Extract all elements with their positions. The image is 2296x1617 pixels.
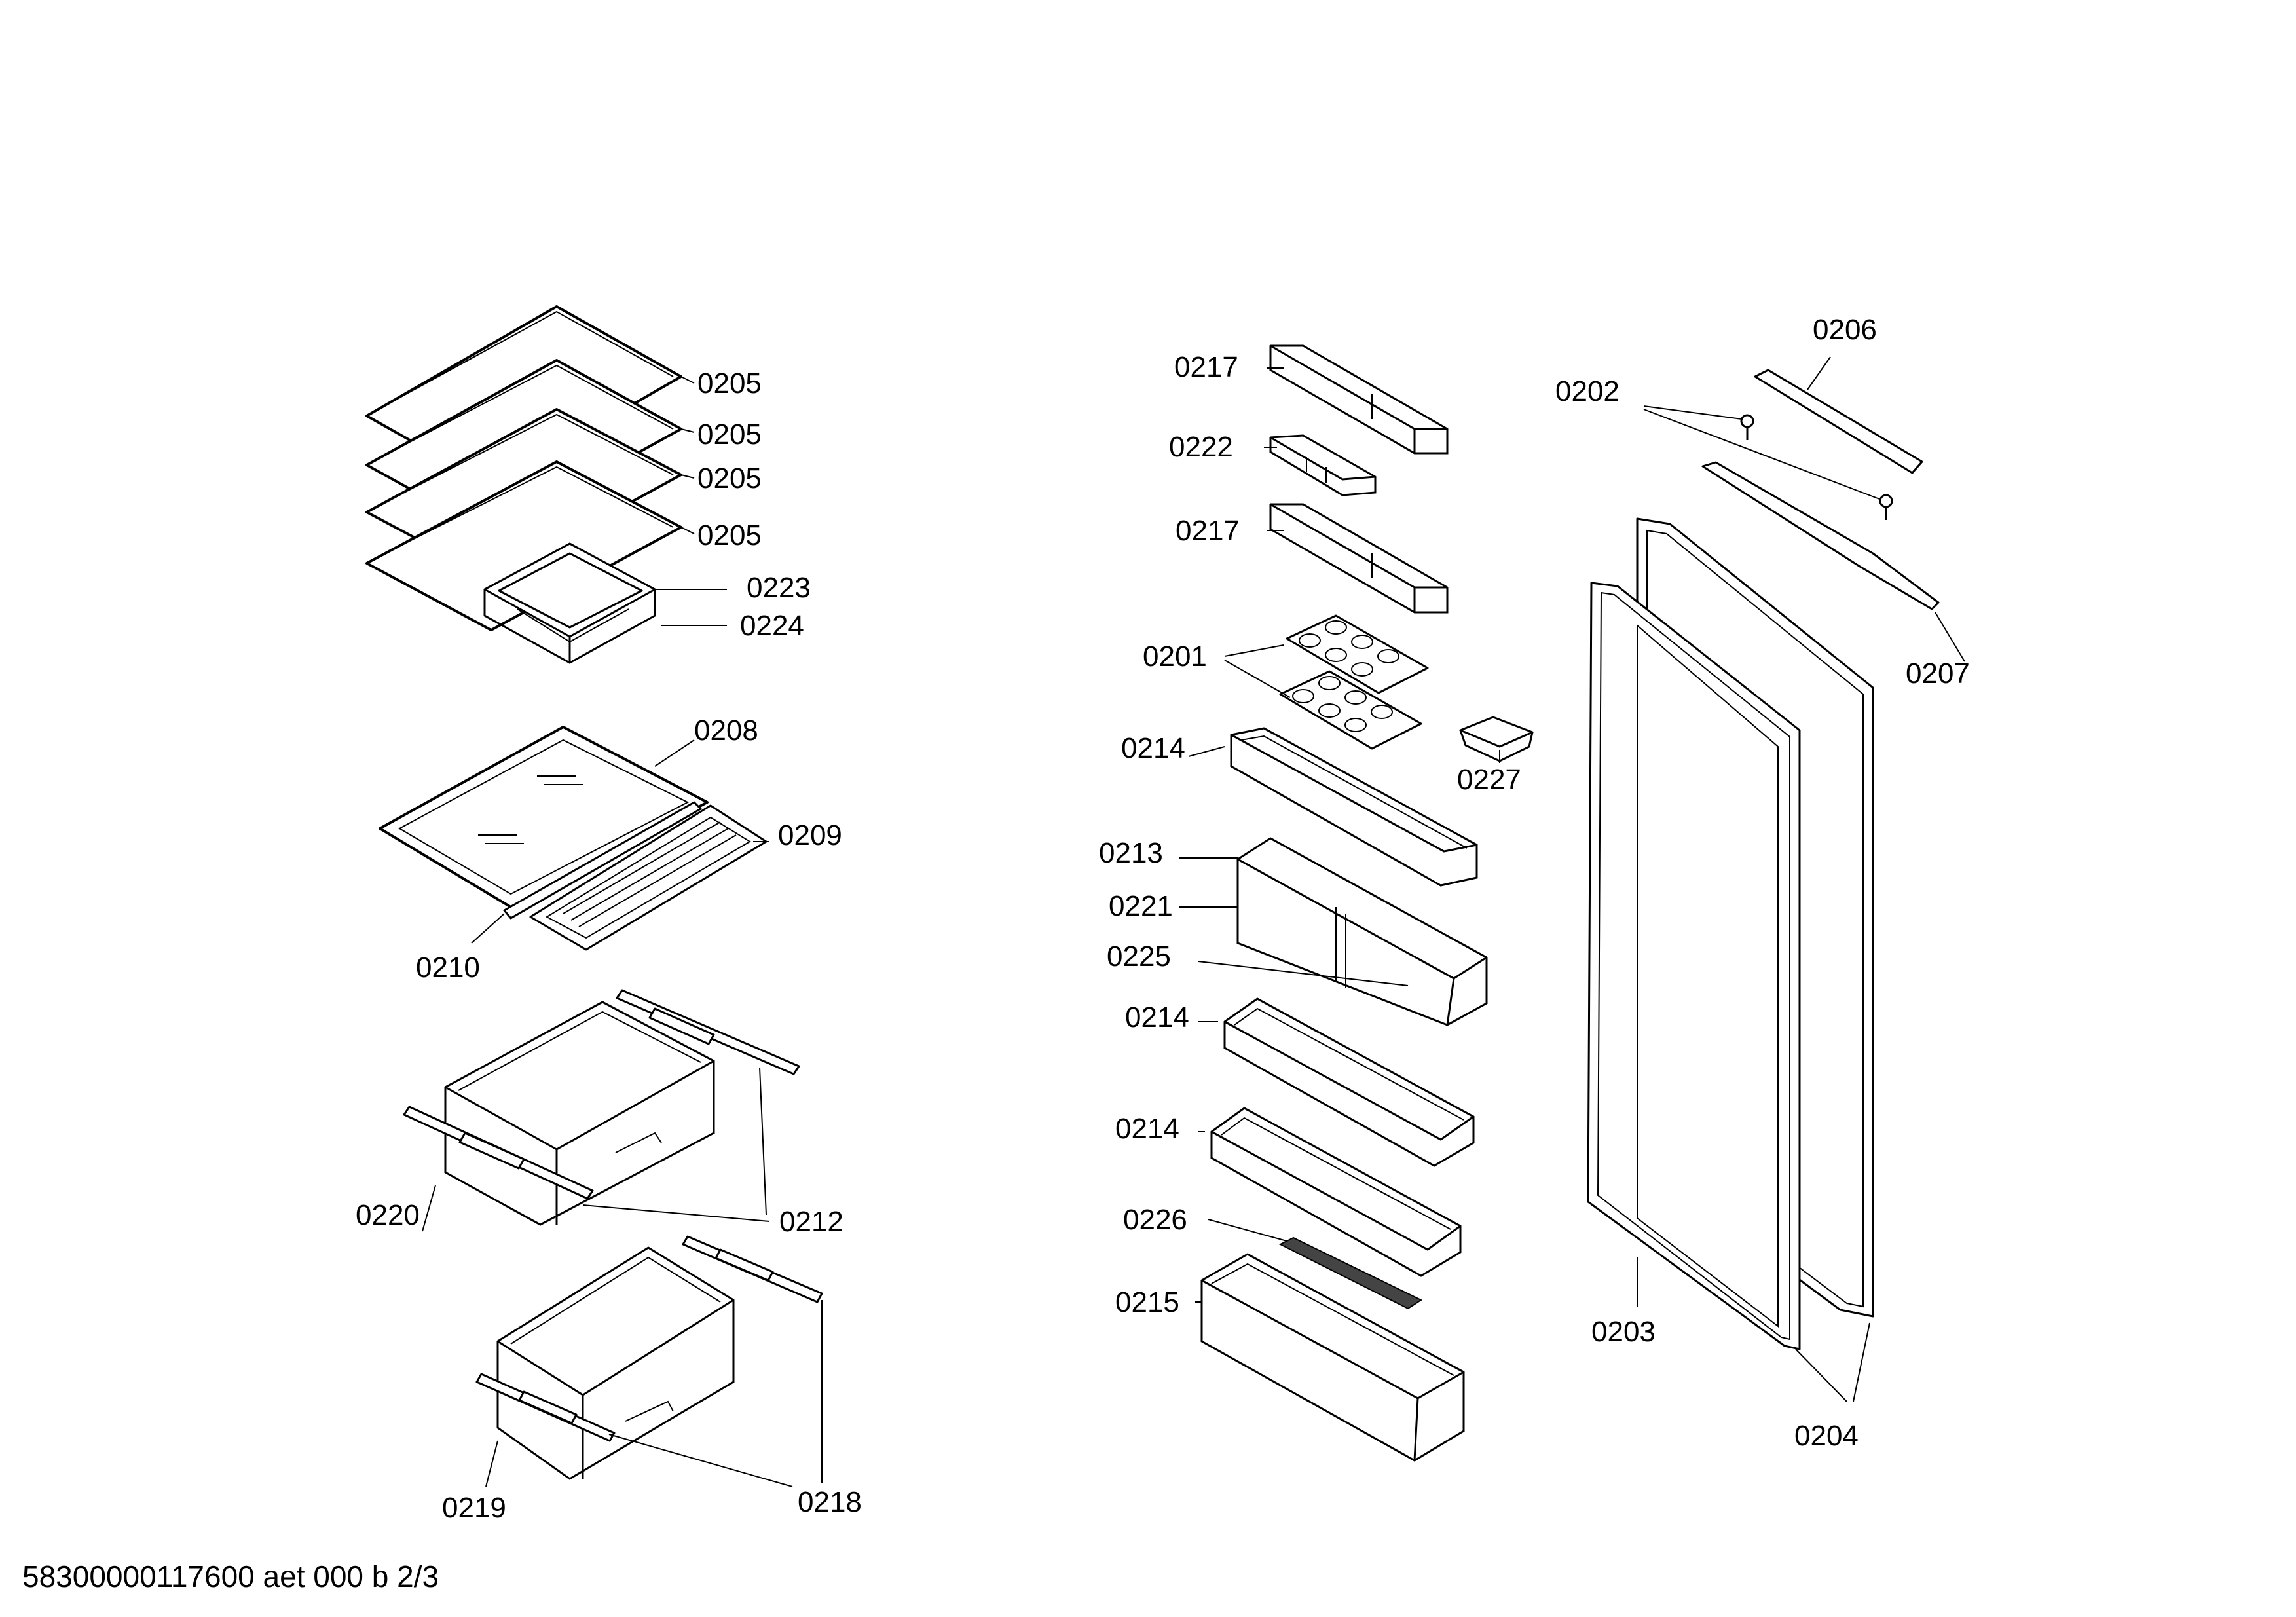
- label-0227: 0227: [1457, 764, 1521, 796]
- egg-holder-small: [1269, 434, 1377, 496]
- hinge-screw-2: [1879, 494, 1893, 520]
- label-0214-a: 0214: [1121, 732, 1185, 764]
- door-hinge-cover: [1754, 369, 1923, 474]
- label-0205-a: 0205: [697, 367, 762, 400]
- small-box: [1459, 716, 1534, 762]
- label-0222: 0222: [1169, 431, 1233, 463]
- door-gasket: [1587, 582, 1801, 1350]
- egg-tray-lower: [1279, 670, 1422, 750]
- label-0223: 0223: [747, 572, 811, 604]
- label-0213: 0213: [1099, 837, 1163, 869]
- label-0204: 0204: [1794, 1420, 1859, 1452]
- label-0210: 0210: [416, 952, 480, 984]
- drawer-rail-upper-right: [616, 989, 800, 1075]
- covered-bin: [1236, 837, 1488, 1026]
- door-bin-top: [1230, 727, 1478, 887]
- part-labels: 0205 0205 0205 0205 0223 0224 0208 0209 …: [356, 314, 1970, 1524]
- drawer-rail-lower-right: [682, 1235, 823, 1303]
- label-0226: 0226: [1123, 1204, 1187, 1236]
- drawer-rail-lower-left: [475, 1373, 616, 1442]
- dairy-compartment-top: [1269, 344, 1449, 455]
- label-0208: 0208: [694, 715, 758, 747]
- label-0205-b: 0205: [697, 418, 762, 451]
- crisper-drawer-upper: [444, 1001, 715, 1226]
- glass-shelf-large: [379, 726, 709, 908]
- label-0207: 0207: [1906, 658, 1970, 690]
- label-0206: 0206: [1813, 314, 1877, 346]
- crisper-drawer-lower: [496, 1246, 735, 1480]
- door-bin-bottom: [1200, 1253, 1465, 1462]
- label-0214-b: 0214: [1125, 1001, 1189, 1033]
- door-bin-middle: [1223, 997, 1475, 1167]
- door-hinge-bracket: [1701, 461, 1940, 610]
- label-0202: 0202: [1555, 375, 1620, 407]
- egg-tray-upper: [1286, 614, 1429, 694]
- drawing-reference-number: 58300000117600 aet 000 b 2/3: [22, 1559, 439, 1593]
- leader-lines: [422, 356, 1965, 1487]
- label-0224: 0224: [740, 610, 804, 642]
- dairy-compartment-middle: [1269, 503, 1449, 614]
- label-0217-b: 0217: [1176, 515, 1240, 547]
- label-0215: 0215: [1115, 1286, 1179, 1318]
- bottle-retainer: [1278, 1236, 1423, 1310]
- label-0225: 0225: [1107, 940, 1171, 973]
- label-0217-a: 0217: [1174, 351, 1238, 383]
- hinge-screw-1: [1740, 414, 1754, 440]
- shelf-trim-strip: [503, 801, 702, 920]
- label-0205-d: 0205: [697, 519, 762, 551]
- label-0220: 0220: [356, 1199, 420, 1231]
- label-0209: 0209: [778, 819, 842, 851]
- door-bin-lower: [1210, 1107, 1462, 1277]
- label-0218: 0218: [798, 1486, 862, 1518]
- label-0201: 0201: [1143, 641, 1207, 673]
- label-0205-c: 0205: [697, 462, 762, 494]
- label-0219: 0219: [442, 1492, 506, 1524]
- drawer-rail-upper-left: [403, 1106, 594, 1200]
- label-0203: 0203: [1591, 1316, 1656, 1348]
- label-0212: 0212: [779, 1206, 843, 1238]
- label-0221: 0221: [1109, 890, 1173, 922]
- label-0214-c: 0214: [1115, 1113, 1179, 1145]
